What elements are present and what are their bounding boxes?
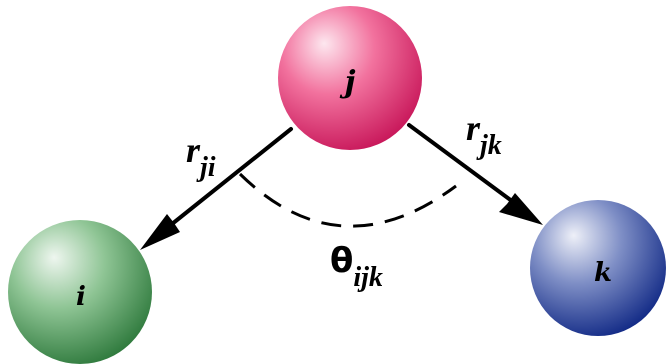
vector-r-jk-shaft bbox=[407, 123, 522, 209]
vector-r-ji-arrowhead bbox=[140, 214, 180, 250]
atom-k-label: k bbox=[594, 258, 612, 288]
atom-i-label: i bbox=[76, 282, 86, 312]
vector-r-jk-main: r bbox=[466, 108, 481, 148]
atom-i bbox=[8, 220, 152, 364]
vector-r-jk-label: rjk bbox=[466, 108, 502, 161]
angle-label: θijk bbox=[330, 241, 383, 293]
atom-j bbox=[278, 6, 422, 150]
vector-r-jk-arrowhead bbox=[499, 193, 543, 225]
vector-r-jk-sub: jk bbox=[476, 130, 502, 161]
angle-label-sub: ijk bbox=[353, 262, 383, 293]
vector-r-ji-shaft bbox=[160, 127, 293, 234]
vector-r-ji-label: rji bbox=[186, 130, 216, 183]
vector-r-ji-main: r bbox=[186, 130, 201, 170]
vector-r-ji-sub: ji bbox=[196, 152, 216, 183]
angle-arc bbox=[238, 172, 457, 228]
atom-k bbox=[530, 200, 666, 336]
angle-label-main: θ bbox=[330, 241, 353, 281]
